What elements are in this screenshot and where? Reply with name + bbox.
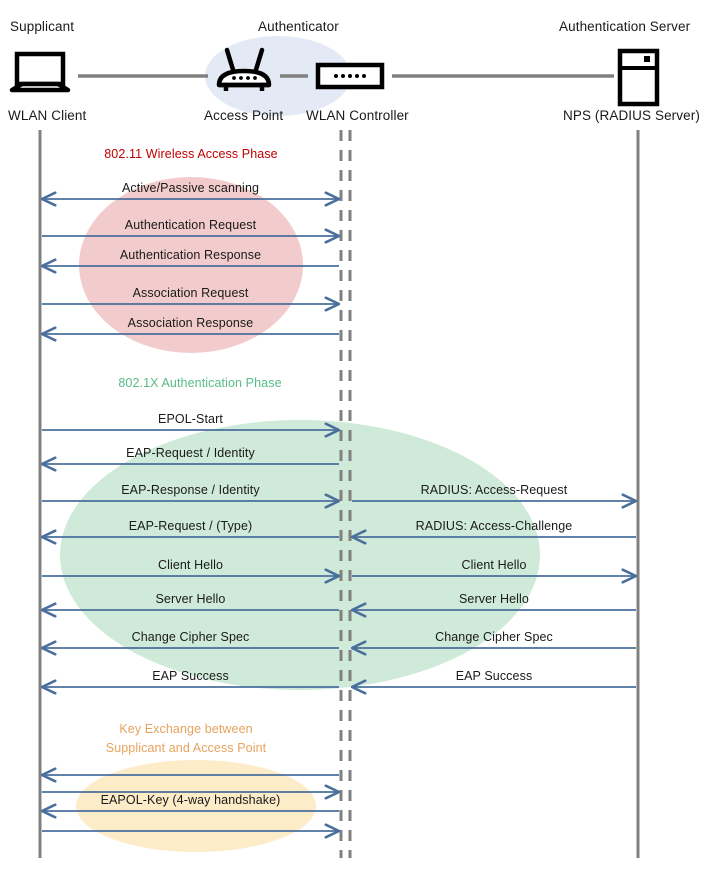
message-label: EAP-Request / Identity — [126, 446, 255, 460]
message-label: Authentication Response — [119, 248, 262, 262]
message-label: Client Hello — [157, 558, 224, 572]
device-icons — [9, 47, 660, 107]
access-point-icon — [216, 47, 272, 91]
phase-label-key-exchange-line2: Supplicant and Access Point — [105, 741, 267, 755]
message-label: EAP Success — [455, 669, 533, 683]
message-label: EAPOL-Key (4-way handshake) — [100, 793, 281, 807]
message-label: Active/Passive scanning — [121, 181, 260, 195]
phase-ellipses — [60, 177, 540, 852]
message-arrows-left — [42, 199, 339, 831]
server-icon — [617, 48, 660, 107]
message-label: RADIUS: Access-Challenge — [415, 519, 573, 533]
actor-role-supplicant: Supplicant — [10, 19, 75, 34]
actor-role-authentication-server: Authentication Server — [559, 19, 691, 34]
ellipse-key-exchange — [76, 760, 316, 852]
message-label: EPOL-Start — [158, 412, 223, 426]
ellipse-dot1x-auth — [60, 420, 540, 690]
actor-device-access-point: Access Point — [204, 108, 284, 123]
ellipse-wireless-access — [79, 177, 303, 353]
actor-device-wlan-client: WLAN Client — [8, 108, 87, 123]
message-label: Server Hello — [155, 592, 226, 606]
actor-device-wlan-controller: WLAN Controller — [306, 108, 409, 123]
message-label: Association Response — [127, 316, 254, 330]
message-label: RADIUS: Access-Request — [420, 483, 568, 497]
message-label: Server Hello — [459, 592, 529, 606]
wlan-controller-icon — [315, 62, 385, 90]
lifelines — [38, 130, 640, 858]
laptop-icon — [9, 51, 71, 93]
message-arrows-right — [352, 501, 636, 687]
phase-label-key-exchange-line1: Key Exchange between — [119, 722, 253, 736]
message-label: EAP Success — [152, 669, 229, 683]
phase-label-wireless-access: 802.11 Wireless Access Phase — [104, 147, 278, 161]
message-label: EAP-Response / Identity — [121, 483, 260, 497]
message-label: Association Request — [132, 286, 249, 300]
ellipse-authenticator-group — [205, 36, 351, 116]
actor-role-authenticator: Authenticator — [258, 19, 339, 34]
message-label: Authentication Request — [124, 218, 257, 232]
message-label: Change Cipher Spec — [435, 630, 553, 644]
actor-device-nps-radius-server: NPS (RADIUS Server) — [563, 108, 700, 123]
message-label: Client Hello — [461, 558, 527, 572]
message-label: EAP-Request / (Type) — [128, 519, 253, 533]
phase-label-dot1x-auth: 802.1X Authentication Phase — [118, 376, 282, 390]
message-label: Change Cipher Spec — [131, 630, 250, 644]
